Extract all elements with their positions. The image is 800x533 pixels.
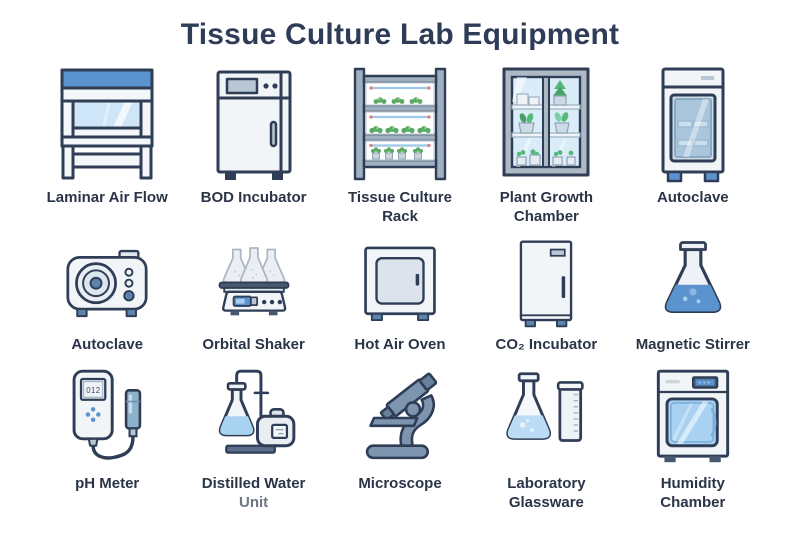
humidity-chamber-icon [656, 369, 729, 463]
equipment-label: Distilled Water [201, 475, 306, 493]
autoclave-vertical-icon [661, 67, 725, 183]
equipment-item-autoclave-vertical: Autoclave [621, 62, 765, 227]
magnetic-stirrer-icon [664, 240, 722, 313]
co2-incubator-icon [520, 240, 573, 327]
icon-box [353, 235, 447, 331]
equipment-label: Magnetic Stirrer [635, 335, 750, 353]
equipment-item-laminar-air-flow: Laminar Air Flow [35, 62, 179, 227]
icon-box [60, 235, 154, 331]
ph-display-value: 012 [86, 386, 100, 395]
icon-box [47, 62, 167, 184]
ph-meter-icon: 012 [72, 369, 142, 460]
bod-incubator-icon [216, 70, 292, 180]
orbital-shaker-icon [218, 246, 290, 315]
icon-box [633, 62, 753, 184]
icon-box [646, 235, 740, 331]
equipment-item-tissue-culture-rack: Tissue Culture Rack [328, 62, 472, 227]
tissue-culture-rack-icon [353, 67, 447, 181]
distilled-water-unit-icon [218, 369, 295, 455]
icon-box: 012 [55, 364, 159, 470]
equipment-item-microscope: Microscope [328, 364, 472, 513]
equipment-item-laboratory-glassware: Laboratory Glassware [474, 364, 618, 513]
equipment-item-bod-incubator: BOD Incubator [181, 62, 325, 227]
equipment-label: Laboratory Glassware [507, 475, 586, 511]
equipment-item-distilled-water-unit: Distilled Water Unit [181, 364, 325, 513]
icon-box [202, 364, 306, 470]
equipment-item-magnetic-stirrer: Magnetic Stirrer [621, 235, 765, 355]
equipment-item-orbital-shaker: Orbital Shaker [181, 235, 325, 355]
equipment-item-ph-meter: 012 pH Meter [35, 364, 179, 513]
icon-box [486, 62, 606, 184]
laboratory-glassware-icon [506, 372, 585, 443]
laminar-air-flow-icon [60, 68, 154, 180]
equipment-label: Hot Air Oven [354, 335, 446, 353]
equipment-label: CO₂ Incubator [495, 335, 598, 353]
equipment-label: Microscope [358, 475, 442, 493]
icon-box [207, 235, 301, 331]
icon-box [194, 62, 314, 184]
infographic-page: Tissue Culture Lab Equipment [35, 18, 765, 513]
equipment-label: Plant Growth Chamber [499, 189, 594, 225]
equipment-label: Laminar Air Flow [46, 189, 168, 206]
icon-box [348, 364, 452, 470]
equipment-label-secondary: Unit [239, 494, 269, 511]
equipment-label: Humidity Chamber [660, 475, 726, 511]
equipment-item-autoclave-horizontal: Autoclave [35, 235, 179, 355]
equipment-item-humidity-chamber: Humidity Chamber [621, 364, 765, 513]
equipment-label: BOD Incubator [200, 189, 307, 206]
page-title: Tissue Culture Lab Equipment [180, 18, 620, 51]
hot-air-oven-icon [364, 246, 436, 321]
equipment-label: Autoclave [656, 189, 729, 206]
autoclave-horizontal-icon [66, 249, 148, 317]
plant-growth-chamber-icon [502, 67, 590, 177]
equipment-item-plant-growth-chamber: Plant Growth Chamber [474, 62, 618, 227]
icon-box [641, 364, 745, 470]
equipment-label: Tissue Culture Rack [348, 189, 452, 225]
icon-box [499, 235, 593, 331]
equipment-label: Autoclave [71, 335, 144, 353]
equipment-grid: Laminar Air Flow BOD [35, 62, 765, 513]
icon-box [494, 364, 598, 470]
equipment-item-co2-incubator: CO₂ Incubator [474, 235, 618, 355]
equipment-label: pH Meter [75, 475, 140, 493]
equipment-label: Orbital Shaker [202, 335, 305, 353]
icon-box [340, 62, 460, 184]
equipment-item-hot-air-oven: Hot Air Oven [328, 235, 472, 355]
microscope-icon [365, 372, 438, 460]
